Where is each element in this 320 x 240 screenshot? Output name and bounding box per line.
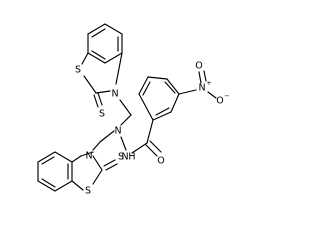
amide-oxygen: O xyxy=(157,156,164,167)
hydrazine-bond xyxy=(120,136,127,151)
upper-benzothiazole xyxy=(81,23,123,108)
hydrazine-nitrogen-1: N xyxy=(114,126,121,137)
lower-thione-sulfur: S xyxy=(118,152,124,163)
lower-n-ch2-bond xyxy=(99,130,115,143)
hydrazine-nitrogen-2: N xyxy=(121,152,128,163)
upper-thione-sulfur: S xyxy=(99,109,105,120)
upper-n-ch2-bond xyxy=(120,114,132,126)
lower-benzothiazole xyxy=(37,151,118,192)
nitro-nitrogen-charge: + xyxy=(206,79,211,87)
hydrazine-hydrogen: H xyxy=(128,152,135,163)
atom-labels: S S N N N H O N + O O − N S S xyxy=(75,61,230,197)
nitrobenzoyl-group xyxy=(131,70,217,157)
upper-ring-sulfur: S xyxy=(75,65,81,76)
nitro-oxygen-right: O xyxy=(216,96,223,107)
nitro-nitrogen: N xyxy=(198,83,205,94)
lower-methylene-bond xyxy=(92,141,101,151)
nitro-oxygen-charge: − xyxy=(224,92,229,100)
lower-ring-sulfur: S xyxy=(85,186,91,197)
upper-methylene-bond xyxy=(119,99,132,116)
lower-ring-nitrogen: N xyxy=(85,151,92,162)
structure-diagram: S S N N N H O N + O O − N S S xyxy=(37,23,230,197)
nitro-oxygen-top: O xyxy=(195,61,202,72)
upper-ring-nitrogen: N xyxy=(111,89,118,100)
